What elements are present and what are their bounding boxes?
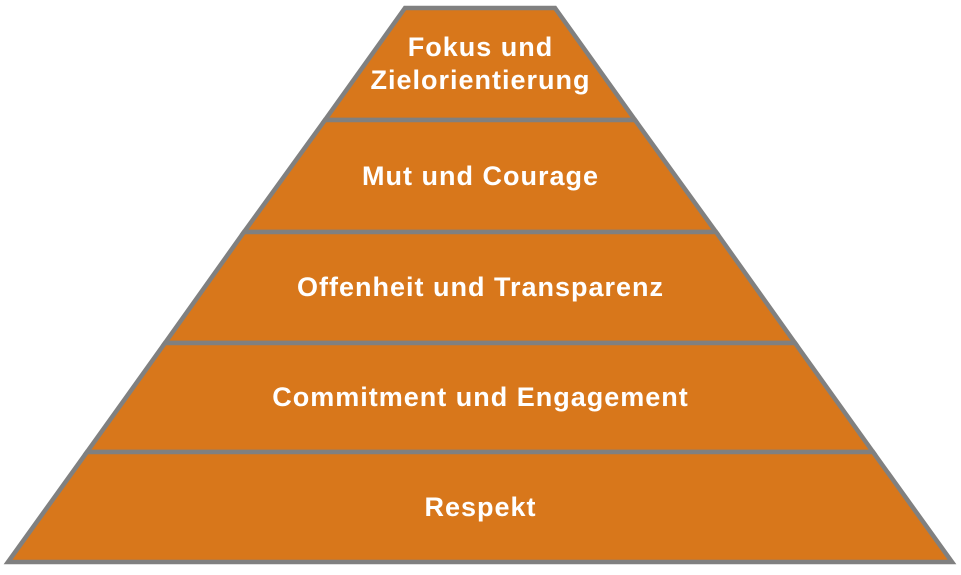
pyramid-level-2-shape [239, 117, 721, 235]
pyramid-level-3-shape [160, 229, 800, 346]
pyramid-level-4-shape [82, 340, 878, 455]
pyramid-level-5-shape [3, 449, 957, 565]
pyramid-level-1-shape [320, 5, 640, 123]
